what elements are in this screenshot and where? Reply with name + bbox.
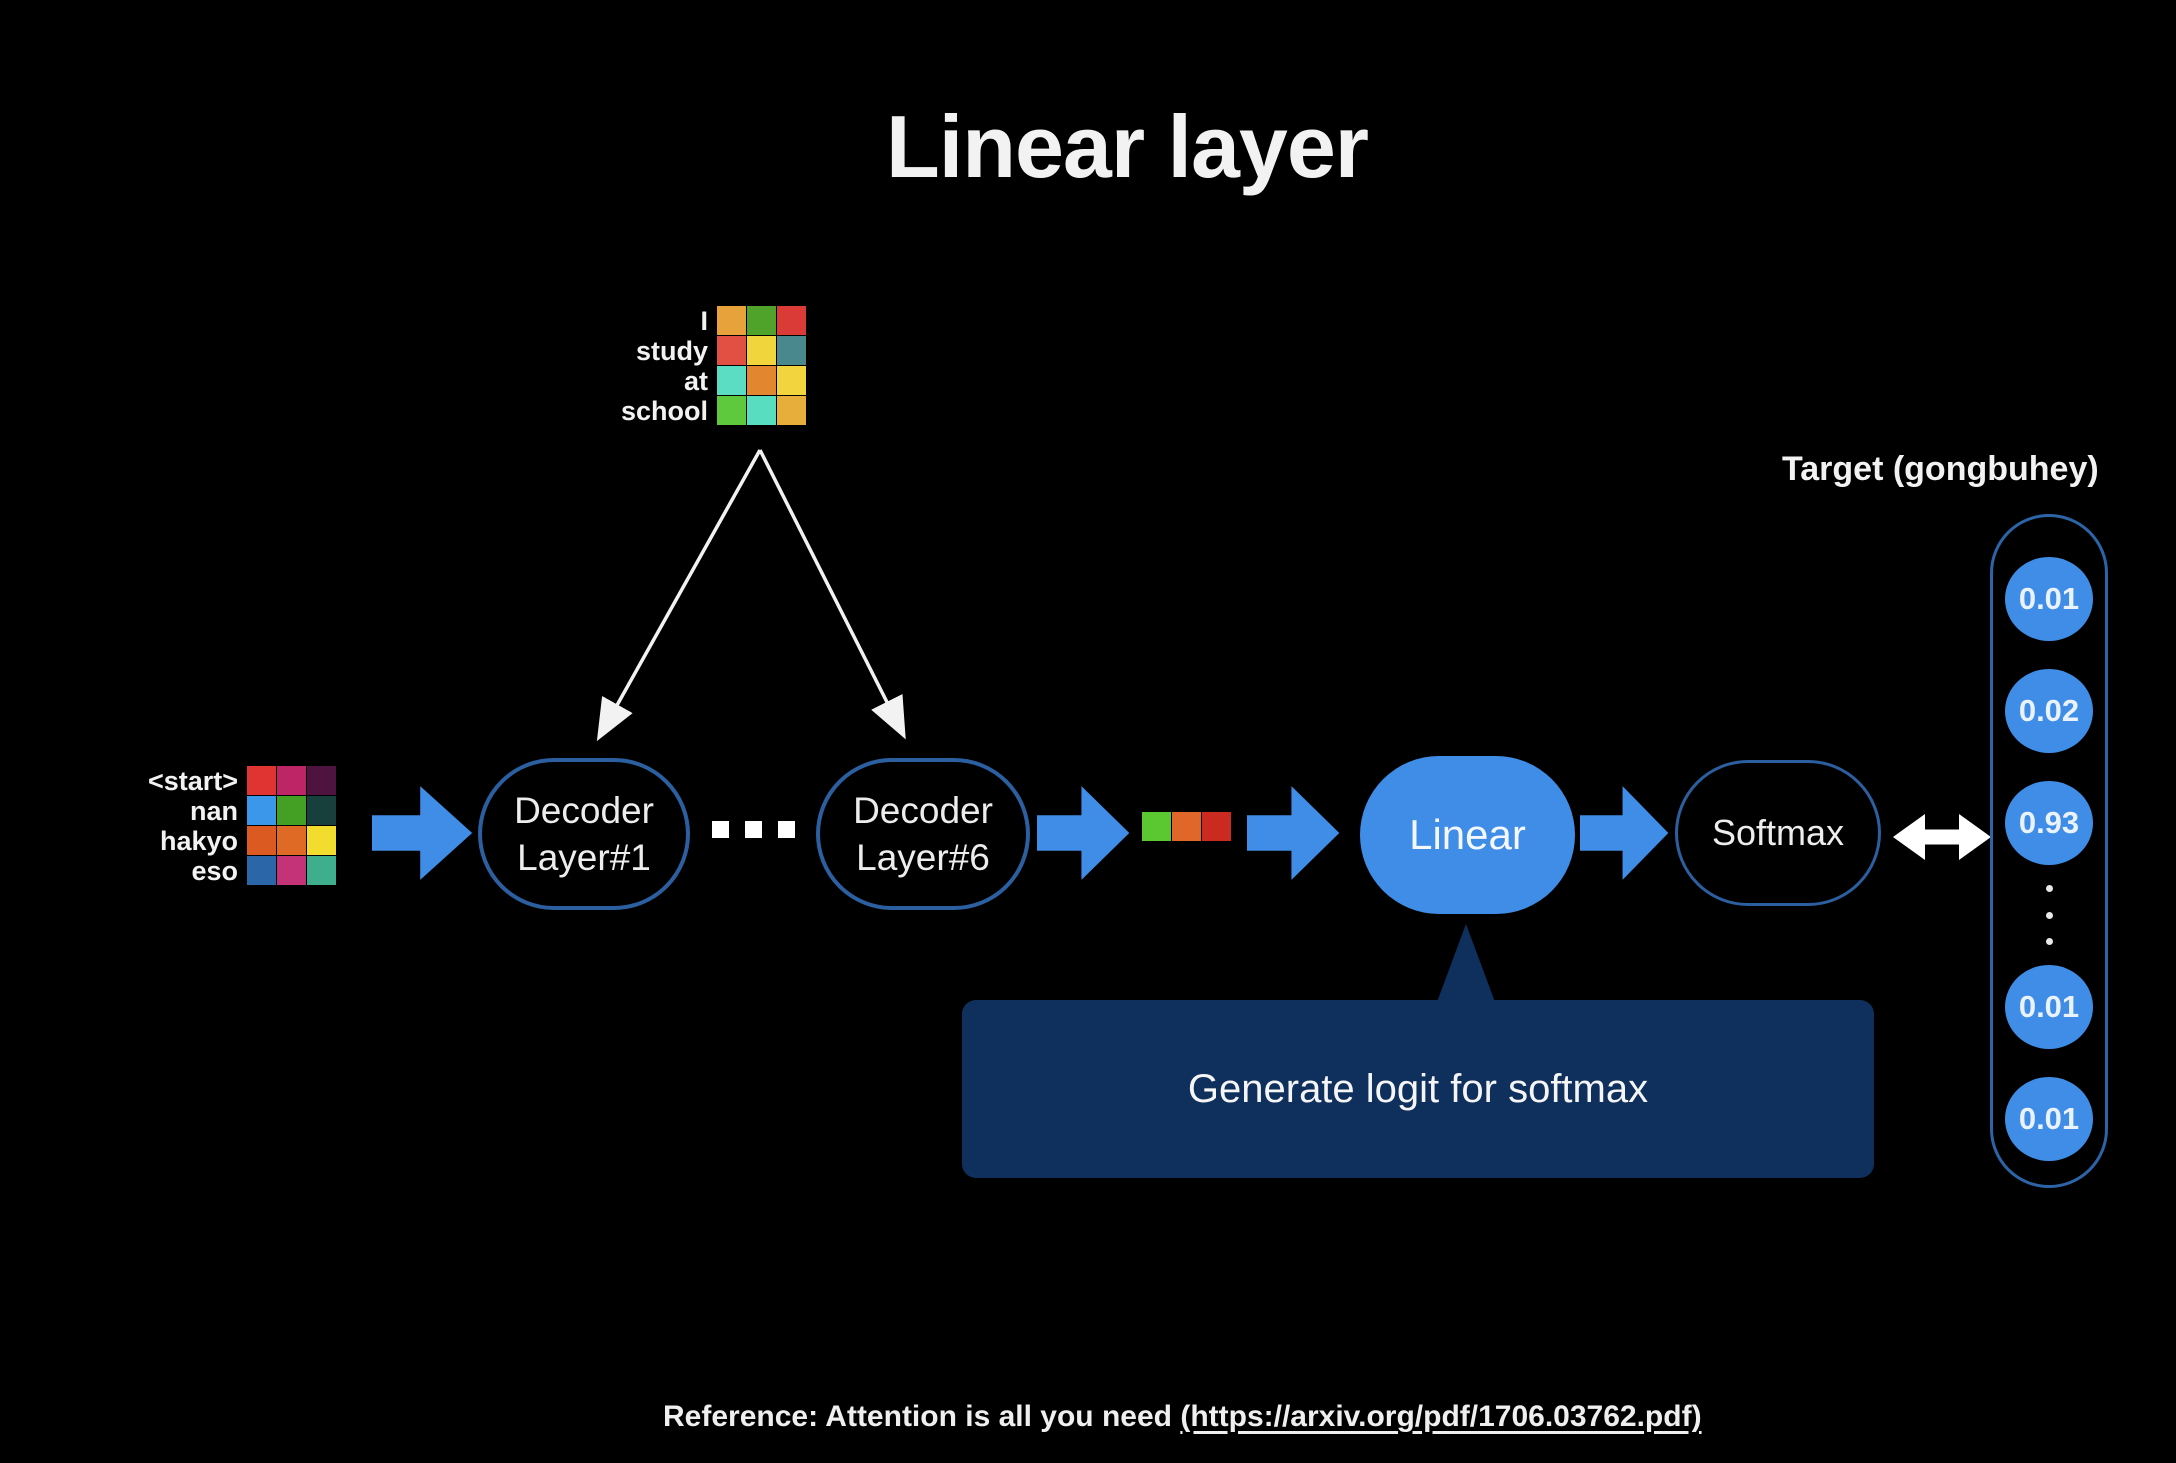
embedding-cell	[307, 826, 336, 855]
target-prob-circle: 0.02	[2005, 669, 2093, 753]
linear-node: Linear	[1360, 756, 1575, 914]
reference-link: (https://arxiv.org/pdf/1706.03762.pdf)	[1180, 1400, 1702, 1433]
logit-vector	[1142, 812, 1231, 841]
embedding-cell	[747, 366, 776, 395]
embedding-cell	[277, 826, 306, 855]
top-token-label: school	[620, 396, 708, 426]
target-ellipsis-dots	[2045, 865, 2053, 965]
embedding-cell	[777, 336, 806, 365]
arrow-to-decoder6	[758, 449, 906, 740]
embedding-cell	[247, 856, 276, 885]
top-token-label: study	[635, 336, 708, 366]
decoder-layer-6-line2: Layer#6	[856, 837, 990, 878]
embedding-cell	[777, 366, 806, 395]
target-prob-circle: 0.01	[2005, 965, 2093, 1049]
embedding-cell	[277, 796, 306, 825]
decoder-layer-1-node: Decoder Layer#1	[478, 758, 690, 910]
decoder-ellipsis	[712, 821, 795, 838]
embedding-cell	[717, 336, 746, 365]
arrow-to-decoder1	[596, 449, 762, 742]
input-token-label: eso	[191, 856, 238, 886]
decoder-layer-1-line2: Layer#1	[517, 837, 651, 878]
embedding-cell	[747, 396, 776, 425]
target-prob-circle: 0.01	[2005, 1077, 2093, 1161]
ellipsis-square	[778, 821, 795, 838]
softmax-node-label: Softmax	[1711, 811, 1845, 853]
ellipsis-dot	[2045, 884, 2053, 892]
embedding-cell	[777, 396, 806, 425]
top-token-label: I	[700, 306, 708, 336]
embedding-cell	[247, 766, 276, 795]
target-label: Target (gongbuhey)	[1782, 450, 2099, 488]
embedding-cell	[307, 796, 336, 825]
embedding-cell	[307, 856, 336, 885]
embedding-cell	[747, 336, 776, 365]
target-vector: 0.01 0.02 0.93 0.01 0.01	[1990, 514, 2108, 1188]
slide-title: Linear layer	[886, 97, 1369, 196]
ellipsis-dot	[2045, 911, 2053, 919]
top-token-label: at	[683, 366, 708, 396]
compare-double-arrow-icon	[1893, 814, 1991, 860]
target-prob-circle: 0.93	[2005, 781, 2093, 865]
embedding-cell	[277, 856, 306, 885]
decoder-layer-1-line1: Decoder	[514, 789, 654, 831]
input-token-label: <start>	[147, 766, 238, 796]
embedding-cell	[777, 306, 806, 335]
decoder-layer-6-line1: Decoder	[853, 789, 993, 831]
embedding-cell	[747, 306, 776, 335]
logit-cell	[1202, 812, 1231, 841]
input-token-label: nan	[189, 796, 238, 826]
reference-text: Reference: Attention is all you need (ht…	[663, 1400, 1702, 1434]
embedding-cell	[717, 396, 746, 425]
embedding-cell	[247, 796, 276, 825]
decoder-layer-6-node: Decoder Layer#6	[816, 758, 1030, 910]
input-embedding-grid	[247, 766, 336, 885]
callout-text: Generate logit for softmax	[1187, 1066, 1649, 1111]
embedding-cell	[277, 766, 306, 795]
softmax-node: Softmax	[1675, 760, 1881, 906]
embedding-cell	[717, 366, 746, 395]
ellipsis-square	[712, 821, 729, 838]
ellipsis-square	[745, 821, 762, 838]
flow-arrow-linear-to-softmax	[1580, 784, 1670, 882]
flow-arrow-logits-to-linear	[1247, 784, 1341, 882]
logit-cell	[1172, 812, 1201, 841]
embedding-cell	[247, 826, 276, 855]
input-token-label: hakyo	[159, 826, 238, 856]
callout-pointer	[1437, 924, 1495, 1002]
callout-box: Generate logit for softmax	[962, 1000, 1874, 1178]
linear-node-label: Linear	[1409, 811, 1526, 858]
embedding-cell	[307, 766, 336, 795]
target-prob-circle: 0.01	[2005, 557, 2093, 641]
embedding-cell	[717, 306, 746, 335]
top-embedding-grid	[717, 306, 806, 425]
flow-arrow-input-to-decoder1	[372, 784, 474, 882]
logit-cell	[1142, 812, 1171, 841]
reference-prefix: Reference: Attention is all you need	[663, 1400, 1181, 1433]
flow-arrow-decoder6-to-logits	[1037, 784, 1131, 882]
ellipsis-dot	[2045, 938, 2053, 946]
